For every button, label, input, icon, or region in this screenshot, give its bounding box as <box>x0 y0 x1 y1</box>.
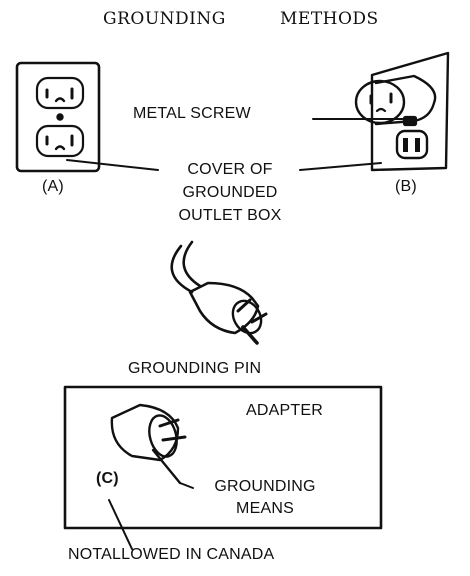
label-adapter: ADAPTER <box>246 402 323 419</box>
outlet-plate-a <box>15 61 101 173</box>
label-a: (A) <box>42 178 64 195</box>
label-b: (B) <box>395 178 417 195</box>
label-cover-line3: OUTLET BOX <box>178 207 282 224</box>
title-methods: METHODS <box>280 9 379 29</box>
label-grounding-means-line2: MEANS <box>236 500 294 517</box>
adapter-drawing <box>110 403 194 489</box>
adapter-box <box>63 385 383 530</box>
label-cover-line2: GROUNDED <box>182 184 278 201</box>
label-cover-line1: COVER OF <box>187 161 273 178</box>
label-metal-screw: METAL SCREW <box>133 105 251 122</box>
grounded-plug-drawing <box>170 240 268 345</box>
label-grounding-pin: GROUNDING PIN <box>128 360 262 377</box>
label-not-allowed-in-canada: NOTALLOWED IN CANADA <box>68 546 275 563</box>
label-c: (C) <box>96 470 119 487</box>
label-grounding-means-line1: GROUNDING <box>214 478 316 495</box>
outlet-plate-b <box>354 51 450 172</box>
title-grounding: GROUNDING <box>103 9 226 29</box>
